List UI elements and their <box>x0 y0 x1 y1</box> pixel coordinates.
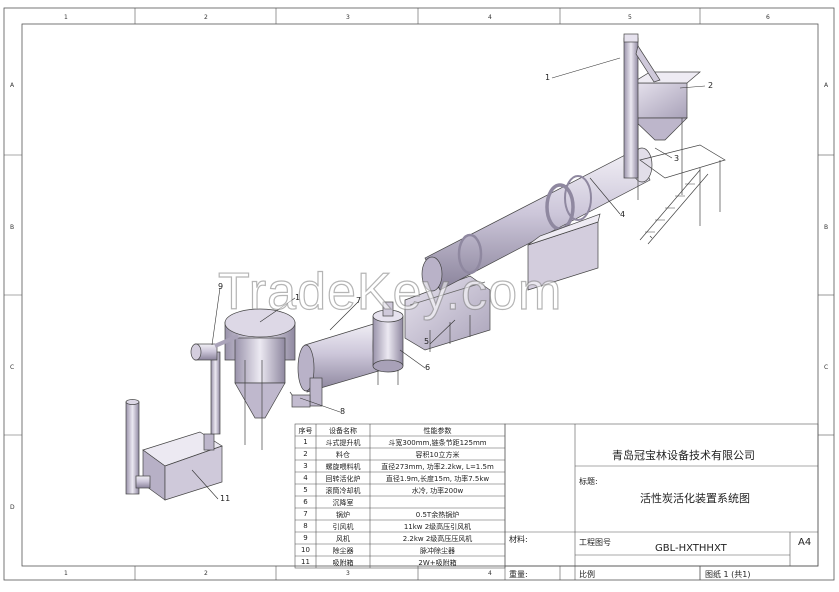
table-cell-no: 5 <box>303 486 308 494</box>
table-cell-spec: 水冷, 功率200w <box>411 487 464 495</box>
settling-chamber-unit <box>372 301 404 385</box>
table-cell-spec: 0.5T余热锅炉 <box>415 511 460 519</box>
company-name: 青岛冠宝林设备技术有限公司 <box>612 449 755 462</box>
table-cell-name: 锅炉 <box>336 511 350 519</box>
callout-6: 6 <box>425 363 431 372</box>
table-cell-no: 1 <box>303 438 308 446</box>
zone-label-left-c: C <box>10 364 15 371</box>
sheet-info: 图纸 1 (共1) <box>705 570 751 579</box>
table-cell-spec: 容积10立方米 <box>415 451 460 459</box>
zone-label-left-d: D <box>10 504 15 511</box>
table-cell-name: 滚筒冷却机 <box>325 487 361 495</box>
zone-label-left-a: A <box>10 82 15 89</box>
zone-label-top-6: 6 <box>766 14 770 21</box>
zone-label-bottom-1: 1 <box>64 570 68 577</box>
table-cell-spec: 直径1.9m,长度15m, 功率7.5kw <box>385 475 490 483</box>
callout-8: 8 <box>340 407 346 416</box>
callout-5: 5 <box>424 337 430 346</box>
table-cell-spec: 脉冲除尘器 <box>420 547 455 555</box>
zone-label-top-3: 3 <box>346 14 350 21</box>
table-cell-spec: 2W+吸附箱 <box>418 559 457 567</box>
table-cell-name: 料仓 <box>336 451 350 459</box>
table-cell-spec: 11kw 2级高压引风机 <box>403 523 472 531</box>
table-cell-no: 9 <box>303 534 308 542</box>
table-cell-no: 4 <box>303 474 308 482</box>
callout-1: 1 <box>545 73 551 82</box>
watermark: TradeKey.com <box>217 262 563 321</box>
zone-label-right-b: B <box>824 224 829 231</box>
callout-11: 11 <box>220 494 231 503</box>
cooler-unit <box>404 275 491 352</box>
zone-label-top-5: 5 <box>628 14 632 21</box>
zone-label-top-1: 1 <box>64 14 68 21</box>
callout-7: 7 <box>356 296 362 305</box>
zone-label-top-4: 4 <box>488 14 492 21</box>
dust-collector-unit <box>190 308 296 450</box>
zone-label-bottom-2: 2 <box>204 570 208 577</box>
drawing-title: 活性炭活化装置系统图 <box>640 492 750 505</box>
title-label: 标题: <box>579 477 598 486</box>
table-cell-name: 回转活化炉 <box>325 475 361 483</box>
table-cell-spec: 2.2kw 2级高压压风机 <box>402 535 473 543</box>
table-cell-name: 沉降室 <box>332 499 354 507</box>
callout-4: 4 <box>620 210 626 219</box>
table-cell-spec: 直径273mm, 功率2.2kw, L=1.5m <box>381 463 494 471</box>
table-cell-name: 风机 <box>336 535 350 543</box>
paper-size: A4 <box>798 537 812 548</box>
zone-label-right-c: C <box>824 364 829 371</box>
rotary-kiln-unit <box>421 147 653 292</box>
sheet-border <box>3 7 835 581</box>
drawing-number: GBL-HXTHHXT <box>655 543 727 554</box>
callout-leaders <box>191 57 706 500</box>
zone-label-top-2: 2 <box>204 14 208 21</box>
material-label: 材料: <box>509 535 528 544</box>
adsorption-box-unit <box>125 399 223 501</box>
hopper-platform-unit <box>630 71 726 245</box>
parts-table-grid <box>294 423 506 569</box>
scale-label: 比例 <box>579 570 595 579</box>
zone-label-left-b: B <box>10 224 15 231</box>
table-cell-no: 11 <box>301 558 310 566</box>
bucket-elevator-unit <box>623 33 661 179</box>
drawing-no-label: 工程图号 <box>579 538 611 547</box>
callout-2: 2 <box>708 81 714 90</box>
table-cell-name: 斗式提升机 <box>325 439 361 447</box>
weight-label: 重量: <box>509 570 528 579</box>
table-header-name: 设备名称 <box>329 427 357 435</box>
callout-9: 9 <box>218 282 224 291</box>
table-cell-spec: 斗宽300mm,链条节距125mm <box>388 439 487 447</box>
table-header-spec: 性能参数 <box>423 427 452 435</box>
callout-3: 3 <box>674 154 680 163</box>
zone-label-bottom-4: 4 <box>488 570 492 577</box>
table-cell-name: 引风机 <box>332 523 354 531</box>
zone-label-right-a: A <box>824 82 829 89</box>
table-cell-no: 6 <box>303 498 308 506</box>
table-cell-no: 8 <box>303 522 308 530</box>
title-block-grid <box>504 423 819 580</box>
table-cell-name: 除尘器 <box>332 547 354 555</box>
table-cell-no: 7 <box>303 510 308 518</box>
table-cell-no: 3 <box>303 462 308 470</box>
zone-label-bottom-3: 3 <box>346 570 350 577</box>
table-header-no: 序号 <box>298 427 313 435</box>
table-cell-no: 2 <box>303 450 308 458</box>
table-cell-name: 螺旋喂料机 <box>325 463 361 471</box>
table-cell-name: 吸附箱 <box>332 559 354 567</box>
table-cell-no: 10 <box>301 546 310 554</box>
callout-10: 1 <box>295 293 301 302</box>
